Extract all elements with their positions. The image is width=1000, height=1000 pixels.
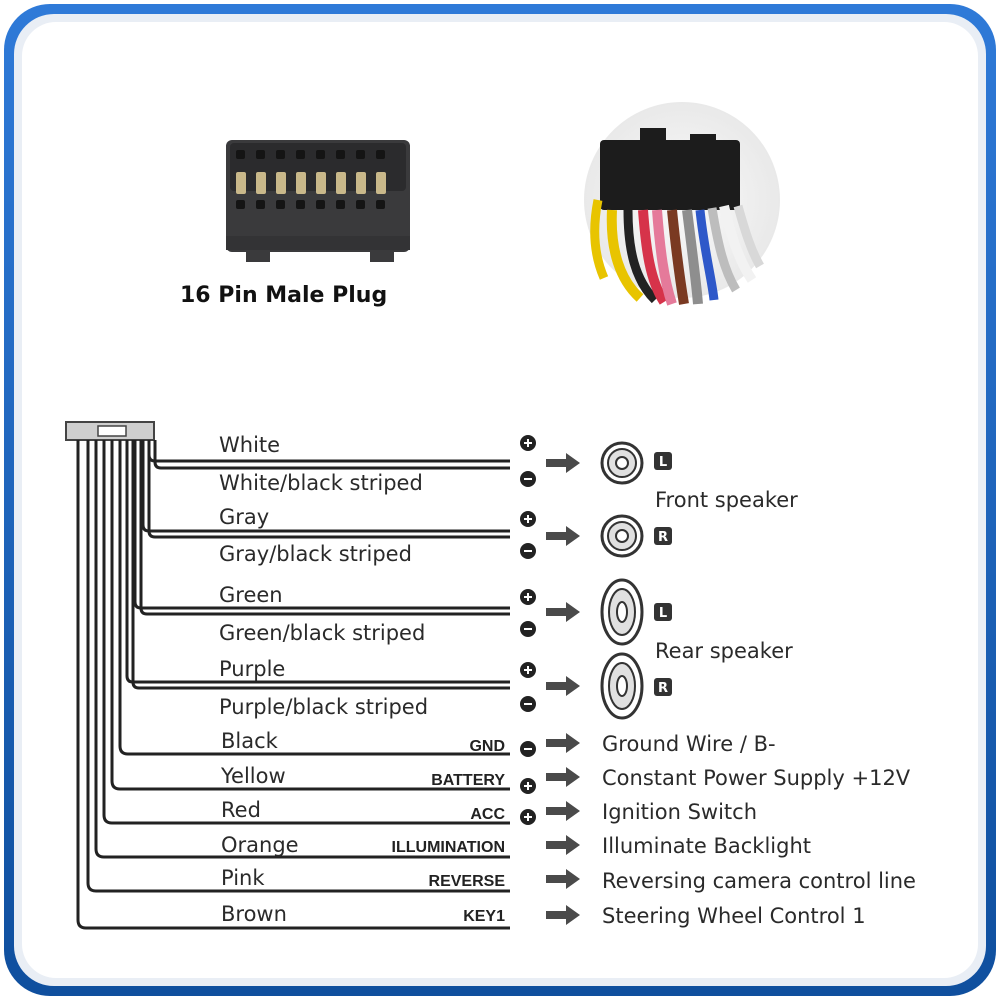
connector-pin — [276, 172, 286, 194]
desc-acc: Ignition Switch — [602, 800, 757, 824]
connector-pin — [276, 200, 285, 209]
connector-pin — [336, 200, 345, 209]
function-battery: BATTERY — [431, 772, 505, 789]
svg-text:R: R — [658, 530, 668, 545]
connector-pin — [256, 150, 265, 159]
rear-left-badge: L — [654, 603, 672, 621]
connector-pin — [296, 172, 306, 194]
arrow-icon — [546, 767, 580, 787]
plus-icon-mark — [524, 515, 532, 523]
arrow-icon — [546, 676, 580, 696]
connector-pin — [316, 200, 325, 209]
front-left-speaker-icon — [600, 441, 644, 485]
function-wire — [110, 440, 510, 791]
speaker-wire-negative — [139, 440, 510, 616]
speaker-wire-negative — [153, 440, 510, 470]
speaker-wire-negative — [147, 440, 510, 539]
connector-pin — [356, 150, 365, 159]
plus-icon-mark — [524, 666, 532, 674]
arrow-icon — [546, 835, 580, 855]
connector-image — [226, 140, 410, 262]
harness-head-latch — [97, 425, 127, 437]
function-wire — [102, 440, 510, 825]
arrow-icon — [546, 801, 580, 821]
arrow-icon — [546, 905, 580, 925]
arrow-icon — [546, 526, 580, 546]
connector-pin — [356, 172, 366, 194]
wire-label-brown: Brown — [221, 902, 287, 926]
speaker-wire-negative — [131, 440, 510, 690]
svg-text:R: R — [658, 681, 668, 696]
wiring-lines — [65, 421, 580, 930]
wire-label-white-black: White/black striped — [219, 471, 423, 495]
desc-battery: Constant Power Supply +12V — [602, 766, 911, 790]
rear-right-speaker-icon — [600, 652, 644, 720]
plus-icon-mark — [524, 593, 532, 601]
wire-label-pink: Pink — [221, 866, 265, 890]
wire-label-gray: Gray — [219, 505, 269, 529]
desc-key1: Steering Wheel Control 1 — [602, 904, 866, 928]
plus-icon-mark — [524, 439, 532, 447]
function-wire — [86, 440, 510, 893]
wire-label-white: White — [219, 433, 280, 457]
function-wire — [118, 440, 510, 756]
connector-pin — [236, 150, 245, 159]
function-acc: ACC — [470, 806, 505, 823]
harness-image — [584, 102, 780, 306]
connector-pin — [356, 200, 365, 209]
connector-pin — [316, 172, 326, 194]
front-right-speaker-icon — [600, 514, 644, 558]
connector-pin — [376, 172, 386, 194]
wire-label-yellow: Yellow — [220, 764, 286, 788]
arrow-icon — [546, 453, 580, 473]
svg-text:L: L — [659, 455, 667, 470]
wire-label-purple: Purple — [219, 657, 285, 681]
plug-label: 16 Pin Male Plug — [180, 283, 387, 308]
desc-ground: Ground Wire / B- — [602, 732, 776, 756]
function-wire — [76, 440, 510, 930]
desc-reverse: Reversing camera control line — [602, 869, 916, 893]
wire-label-black: Black — [221, 729, 279, 753]
connector-pin — [296, 200, 305, 209]
connector-pin — [336, 150, 345, 159]
wire-label-gray-black: Gray/black striped — [219, 542, 412, 566]
front-speaker-label: Front speaker — [655, 488, 798, 512]
connector-pin — [376, 150, 385, 159]
wire-label-green-black: Green/black striped — [219, 621, 425, 645]
plus-icon-mark — [524, 813, 532, 821]
front-right-badge: R — [654, 527, 672, 545]
connector-pin — [236, 200, 245, 209]
rear-right-badge: R — [654, 678, 672, 696]
wire-label-orange: Orange — [221, 833, 299, 857]
frame-panel — [22, 22, 978, 978]
plus-icon-mark — [524, 782, 532, 790]
connector-pin — [256, 200, 265, 209]
function-illumination: ILLUMINATION — [392, 839, 505, 856]
connector-pin — [336, 172, 346, 194]
desc-illumination: Illuminate Backlight — [602, 834, 811, 858]
arrow-icon — [546, 733, 580, 753]
svg-text:L: L — [659, 606, 667, 621]
function-key1: KEY1 — [463, 908, 505, 925]
rear-left-speaker-icon — [600, 578, 644, 646]
connector-pin — [376, 200, 385, 209]
connector-pin — [276, 150, 285, 159]
front-left-badge: L — [654, 452, 672, 470]
wire-label-purple-black: Purple/black striped — [219, 695, 428, 719]
function-gnd: GND — [469, 738, 505, 755]
rear-speaker-label: Rear speaker — [655, 639, 793, 663]
connector-pin — [236, 172, 246, 194]
connector-pin — [296, 150, 305, 159]
wire-label-red: Red — [221, 798, 261, 822]
wire-label-green: Green — [219, 583, 283, 607]
arrow-icon — [546, 602, 580, 622]
connector-pin — [316, 150, 325, 159]
function-reverse: REVERSE — [429, 873, 506, 890]
arrow-icon — [546, 869, 580, 889]
connector-pin — [256, 172, 266, 194]
function-wire — [94, 440, 510, 859]
